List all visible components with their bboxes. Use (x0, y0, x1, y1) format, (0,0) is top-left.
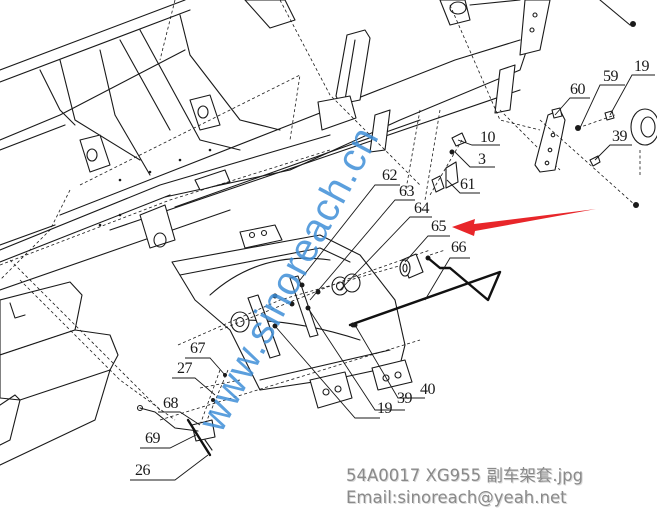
callout-10: 10 (480, 129, 496, 146)
callout-26: 26 (135, 462, 151, 479)
callout-63: 63 (399, 183, 415, 200)
lower-left-hardware (136, 369, 229, 457)
callout-62: 62 (382, 167, 398, 184)
callout-39-right: 39 (612, 128, 628, 145)
callout-19-right: 19 (634, 58, 650, 75)
caption-filename: 54A0017 XG955 副车架套.jpg (346, 466, 584, 485)
leader-lines (130, 74, 655, 481)
callout-39-bottom: 39 (397, 390, 413, 407)
callout-3: 3 (478, 151, 486, 168)
callout-59: 59 (603, 68, 619, 85)
sub-frame (159, 224, 431, 421)
callout-60: 60 (570, 81, 586, 98)
callout-61: 61 (460, 176, 476, 193)
callout-19-bottom: 19 (377, 400, 393, 417)
callout-69: 69 (145, 430, 161, 447)
callout-68: 68 (163, 395, 179, 412)
callout-27: 27 (177, 360, 193, 377)
callout-40: 40 (420, 381, 436, 398)
sleeve-and-tube (348, 249, 502, 328)
main-frame (0, 0, 636, 291)
callout-65: 65 (431, 218, 447, 235)
right-hardware (534, 107, 657, 208)
pointer-arrow (452, 209, 596, 236)
caption-email: Email:sinoreach@yeah.net (346, 488, 567, 507)
tool-box (0, 259, 176, 466)
callout-64: 64 (414, 200, 430, 217)
callout-66: 66 (451, 239, 467, 256)
callout-67: 67 (190, 340, 206, 357)
